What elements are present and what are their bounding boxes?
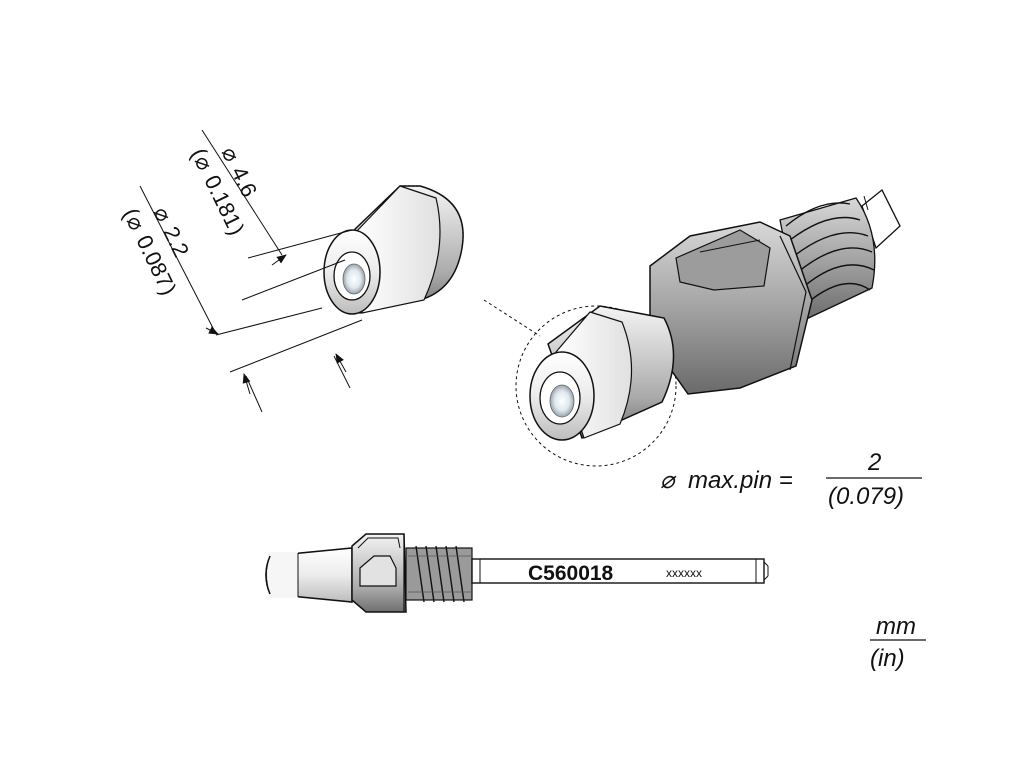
outer-ext-line-bottom [215,307,323,336]
outer-dim-leader [201,129,283,256]
outer-arrow-line [333,355,351,389]
max-pin-phi: ⌀ [660,467,677,494]
nozzle-side-view: C560018 xxxxxx [265,533,769,613]
max-pin-formula: ⌀ max.pin = 2 (0.079) [660,449,922,510]
outer-phi-mm: ⌀ [217,143,245,166]
inner-ext-line-bottom [229,319,363,373]
units-in: (in) [870,645,905,672]
inner-arrow-line [245,375,263,413]
units-legend: mm (in) [870,613,926,672]
part-number: C560018 [528,562,614,585]
units-mm: mm [876,613,916,640]
max-pin-label: max.pin = [688,467,793,494]
serial-placeholder: xxxxxx [666,566,702,580]
tip-detail-view [323,185,464,315]
outer-ext-line-top [247,229,353,259]
inner-diameter-label: ⌀ 2.2 ( ⌀ 0.087 ) [118,203,194,299]
inner-ext-line-top [241,259,346,301]
max-pin-in: (0.079) [828,483,904,510]
nozzle-perspective-view [529,188,901,441]
max-pin-mm: 2 [867,449,881,476]
side-shaft [471,558,765,584]
detail-callout [483,299,677,467]
inner-phi-mm: ⌀ [149,203,177,226]
side-thread [405,545,473,603]
inner-dim-leader [139,185,216,333]
dimension-lines [139,129,363,413]
